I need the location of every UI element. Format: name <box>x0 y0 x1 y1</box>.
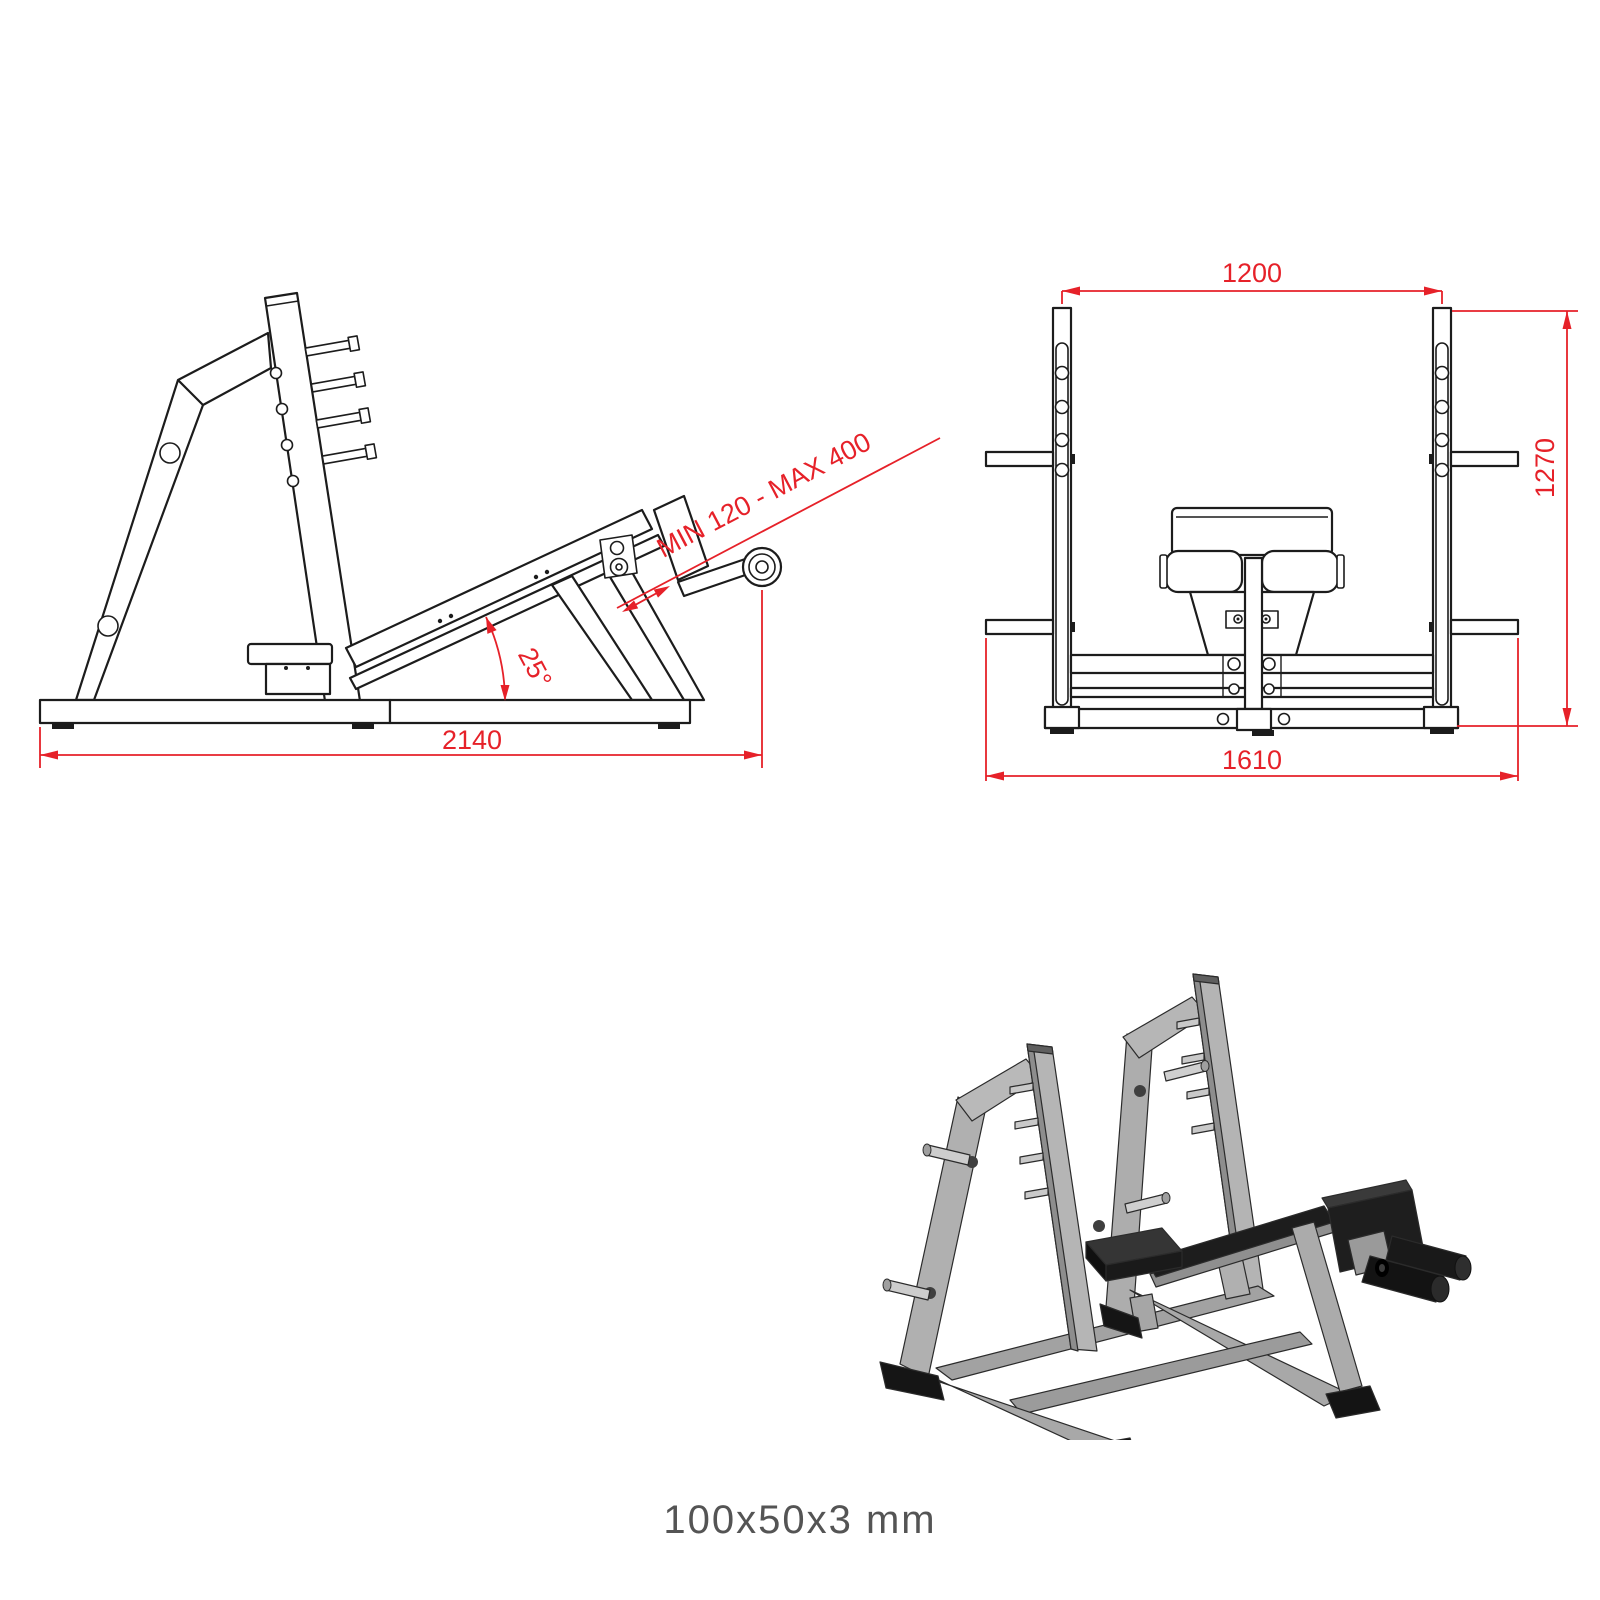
dim-bench-angle: 25° <box>485 616 558 701</box>
dim-label-overall-length: 2140 <box>442 725 502 755</box>
dim-label-overall-height: 1270 <box>1530 438 1560 498</box>
left-upright <box>1051 306 1073 711</box>
backrest-pad <box>1170 506 1334 557</box>
right-upright <box>1431 306 1453 711</box>
roller-pads <box>1159 549 1345 594</box>
iso-right-pegs <box>1176 1017 1215 1135</box>
foot-roller <box>741 546 783 588</box>
dim-label-footrest-range: MIN 120 - MAX 400 <box>652 426 876 563</box>
pivot-bracket <box>599 534 638 579</box>
bottom-bar <box>1043 705 1460 736</box>
iso-left-frame <box>882 1043 1098 1379</box>
dim-label-base-width: 1610 <box>1222 745 1282 775</box>
weight-horn-pegs <box>984 450 1520 636</box>
dim-label-rack-width: 1200 <box>1222 258 1282 288</box>
center-post <box>1243 556 1264 712</box>
dim-label-bench-angle: 25° <box>512 643 558 693</box>
iso-bench <box>1085 1179 1472 1393</box>
front-view-drawing: 1200 1270 1610 <box>984 258 1578 781</box>
dim-overall-height: 1270 <box>1452 310 1578 727</box>
iso-foot-rollers <box>1361 1235 1472 1303</box>
seat-pad <box>246 642 334 696</box>
iso-base-rails <box>907 1285 1351 1440</box>
rear-leg <box>74 331 273 702</box>
iso-feet <box>879 1303 1381 1440</box>
dim-rack-width: 1200 <box>1061 258 1443 304</box>
iso-view-render <box>879 973 1472 1440</box>
side-view-drawing: 2140 25° MIN 120 - MAX 400 <box>38 291 941 768</box>
bench-pad <box>344 508 666 691</box>
base-frame <box>38 698 692 729</box>
barbell-pegs <box>304 335 378 465</box>
dim-base-width: 1610 <box>985 638 1519 781</box>
peg-mounts <box>269 366 300 488</box>
dim-overall-length: 2140 <box>39 590 763 768</box>
tube-spec-note: 100x50x3 mm <box>663 1498 937 1542</box>
iso-left-pegs <box>1009 1082 1049 1200</box>
